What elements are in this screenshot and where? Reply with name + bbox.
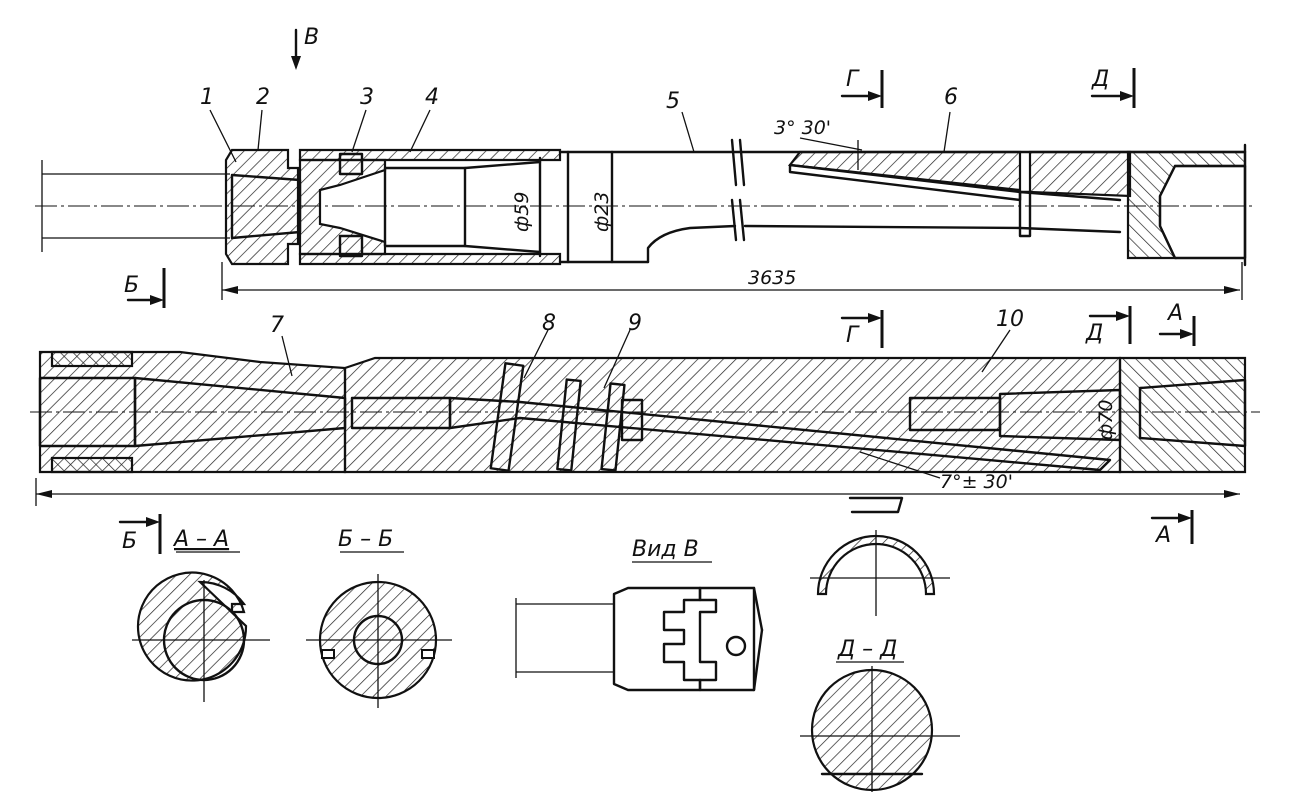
label-section-d-top: Д [1091, 67, 1109, 92]
label-part-9: 9 [628, 311, 642, 336]
section-dd: Д – Д [800, 637, 960, 792]
label-section-b-bottom: Б [122, 529, 137, 554]
dim-length-3635: 3635 [748, 267, 796, 289]
label-part-6: 6 [944, 85, 958, 110]
label-section-g-top: Г [846, 67, 860, 92]
sleeve-wall-bottom [298, 252, 562, 266]
dim-angle-top: 3° 30' [774, 117, 831, 139]
view-v: Вид В [515, 537, 764, 692]
label-part-8: 8 [542, 311, 556, 336]
label-part-10: 10 [996, 307, 1024, 332]
dim-dia-59: ф59 [511, 192, 533, 232]
label-part-3: 3 [360, 85, 374, 110]
label-view-b-top: В [304, 25, 319, 50]
sub-part-7 [38, 350, 347, 474]
title-section-dd: Д – Д [837, 637, 897, 662]
label-section-a-bottom: А [1154, 523, 1171, 548]
section-aa: А – А [132, 527, 270, 702]
label-part-5: 5 [666, 89, 680, 114]
shaft-wall-part-6 [787, 150, 1022, 192]
label-part-1: 1 [200, 85, 214, 110]
title-section-bb: Б – Б [338, 527, 393, 552]
dim-dia-70: ф70 [1095, 400, 1117, 440]
label-part-4: 4 [425, 85, 439, 110]
label-section-b-left: Б [124, 273, 139, 298]
section-gg [810, 496, 950, 616]
coupling-bottom-right [1118, 356, 1247, 474]
bore-59 [383, 166, 467, 248]
label-section-g-mid: Г [846, 323, 860, 348]
nut-part-2 [224, 148, 300, 266]
bottom-assembly: ф70 7°± 30' 7 8 9 10 Г Д А Б [30, 301, 1260, 554]
label-section-a-mid: А [1166, 301, 1183, 326]
adapter-part-3 [298, 158, 387, 256]
coupling-right [1126, 150, 1247, 260]
body-part-10 [343, 356, 1122, 474]
label-part-7: 7 [270, 313, 284, 338]
sleeve-wall-top [298, 148, 562, 162]
title-section-aa: А – А [172, 527, 229, 552]
dim-angle-bottom: 7°± 30' [940, 471, 1013, 493]
dim-dia-23: ф23 [591, 192, 613, 232]
section-bb: Б – Б [306, 527, 452, 708]
label-section-d-mid: Д [1085, 321, 1103, 346]
title-view-v: Вид В [632, 537, 699, 562]
label-part-2: 2 [256, 85, 270, 110]
top-assembly: ф59 ф23 3635 3° 30' 1 2 3 4 5 6 В [35, 25, 1255, 308]
